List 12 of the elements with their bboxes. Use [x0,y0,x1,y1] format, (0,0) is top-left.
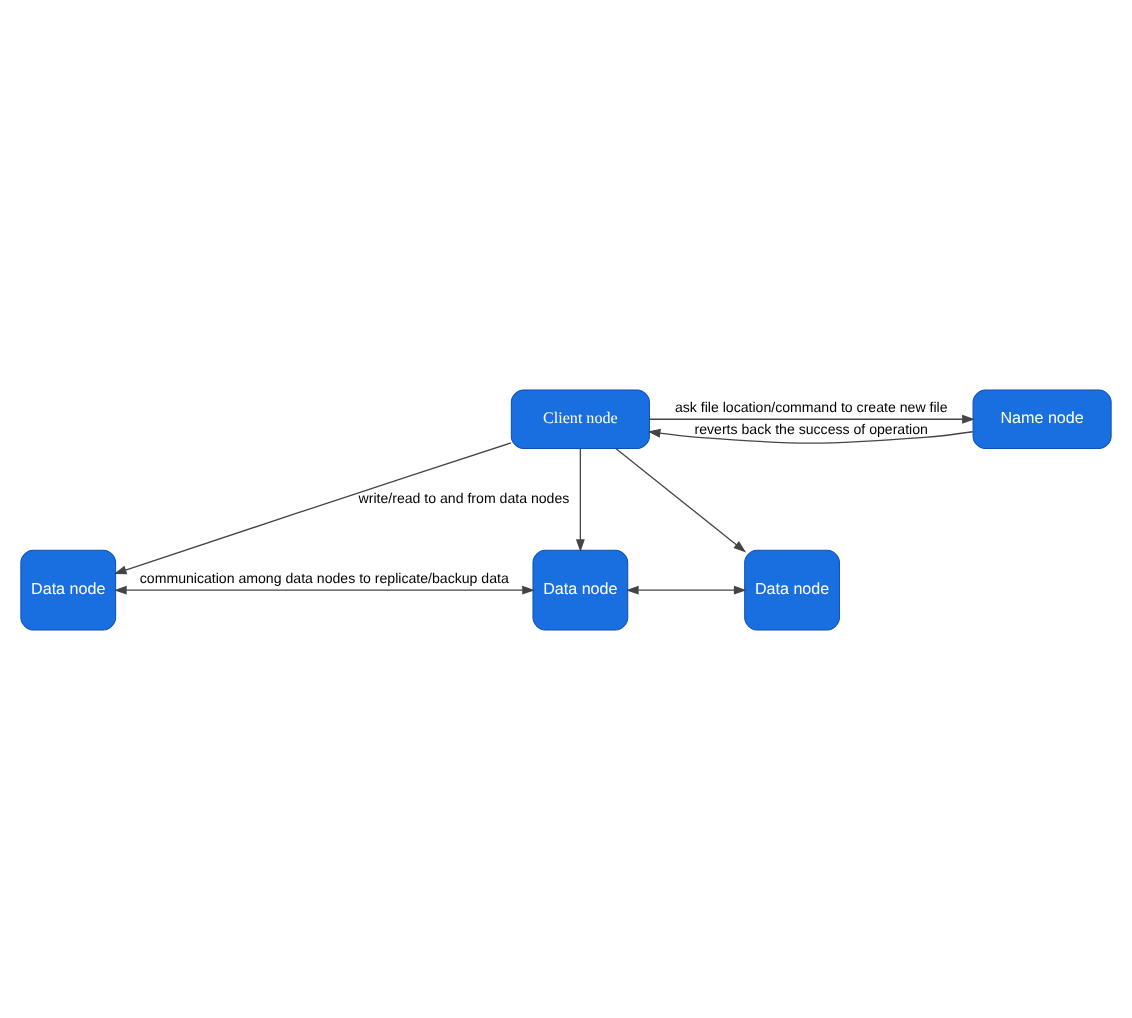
arrow [575,446,585,551]
node-box: Data node [20,548,117,630]
node-box: Name node [972,388,1112,448]
node-box: Data node [532,548,629,630]
arrow [113,441,512,574]
node-box: Data node [744,548,840,630]
arrow [647,427,974,443]
arrow [113,584,535,594]
node-box: Client node [510,388,650,448]
arrow [648,413,975,423]
arrow [625,584,747,594]
arrow [615,446,747,552]
